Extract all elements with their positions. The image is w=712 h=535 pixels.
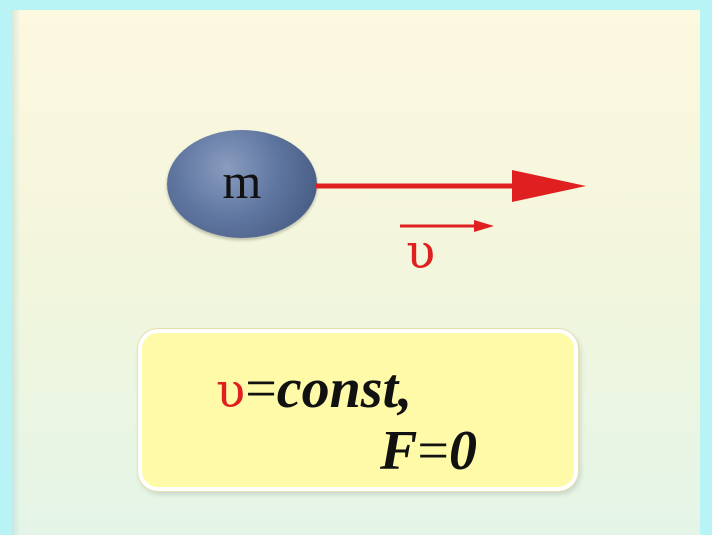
formula-line-1: υ=const,	[216, 361, 412, 417]
formula-box: υ=const, F=0	[138, 329, 578, 491]
velocity-symbol: υ	[406, 224, 436, 280]
mass-label: m	[222, 153, 262, 209]
formula-velocity-symbol: υ	[216, 363, 246, 419]
formula-force-symbol: F	[380, 420, 418, 482]
formula-equals-2: =	[417, 420, 449, 482]
formula-equals-1: =	[245, 358, 277, 420]
formula-force-value: 0	[448, 420, 477, 482]
mass-ball: m	[167, 130, 317, 238]
formula-line-2: F=0	[380, 423, 477, 479]
formula-constant: const,	[276, 358, 413, 420]
